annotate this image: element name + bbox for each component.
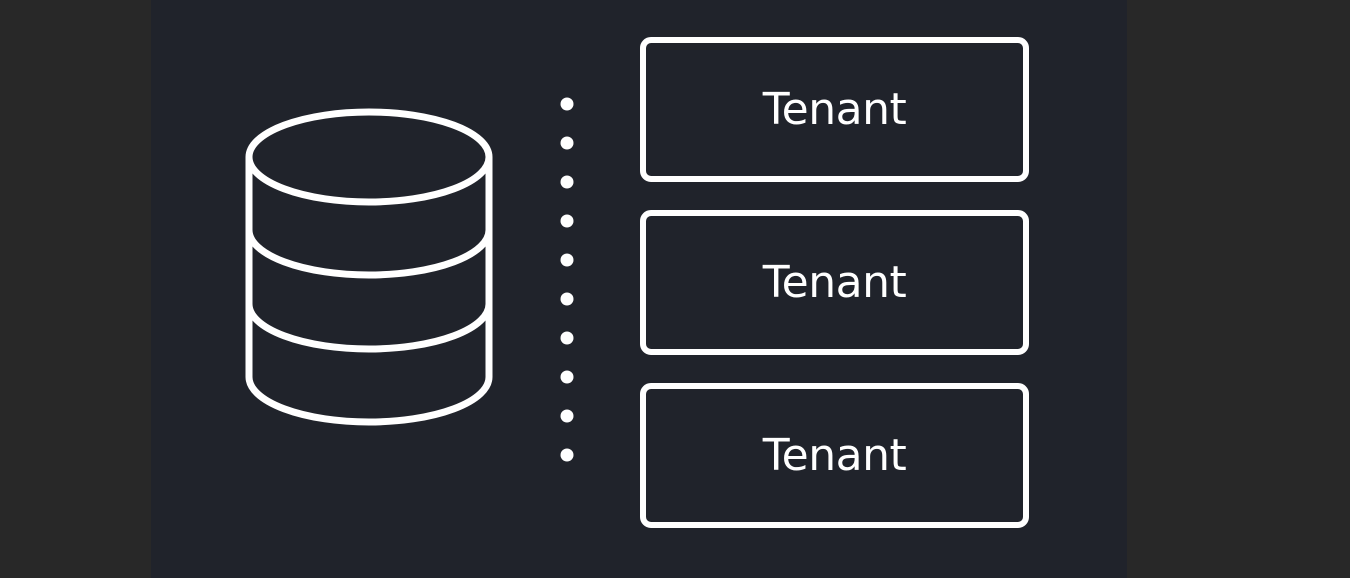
connector-dot [560,409,574,423]
connector-dot [560,253,574,267]
diagram-panel [151,0,1127,578]
connector-dot [560,370,574,384]
tenant-label: Tenant [762,84,907,135]
database-icon [245,108,493,426]
tenant-box-2: Tenant [640,210,1029,355]
connector-dot [560,331,574,345]
tenant-box-1: Tenant [640,37,1029,182]
connector-dot [560,97,574,111]
tenant-box-3: Tenant [640,383,1029,528]
dotted-connector [560,97,574,462]
tenant-label: Tenant [762,257,907,308]
connector-dot [560,175,574,189]
connector-dot [560,292,574,306]
tenant-label: Tenant [762,430,907,481]
connector-dot [560,214,574,228]
connector-dot [560,448,574,462]
connector-dot [560,136,574,150]
